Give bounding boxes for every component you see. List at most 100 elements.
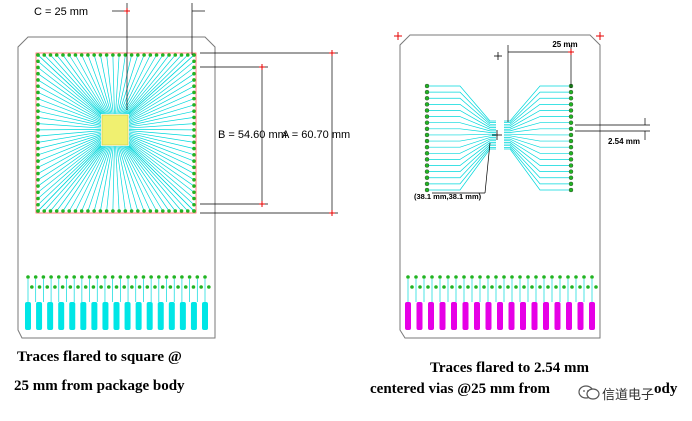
connector-via — [530, 285, 534, 289]
connector-pad — [416, 302, 423, 330]
trace — [123, 54, 164, 115]
connector-via — [118, 275, 123, 279]
trace — [128, 54, 195, 115]
left-vias — [36, 53, 196, 213]
trace — [116, 54, 126, 115]
via — [424, 138, 430, 144]
trace — [427, 143, 496, 172]
connector-via — [203, 275, 207, 279]
connector-via — [122, 285, 126, 289]
connector-via — [586, 285, 590, 289]
trace — [124, 54, 170, 115]
via — [192, 71, 196, 76]
right-vias — [424, 83, 574, 193]
via — [424, 187, 430, 193]
trace — [427, 145, 496, 179]
via — [179, 209, 184, 213]
trace — [504, 143, 571, 172]
trace — [62, 54, 106, 115]
connector-via — [180, 275, 184, 279]
connector-via — [466, 285, 470, 289]
connector-pad — [47, 302, 54, 330]
via — [424, 126, 430, 132]
trace — [37, 132, 102, 149]
trace — [126, 54, 182, 115]
via — [161, 53, 165, 57]
connector-via — [410, 285, 414, 289]
via — [192, 190, 196, 195]
via — [36, 128, 40, 132]
connector-via — [176, 285, 180, 289]
trace — [62, 145, 106, 212]
trace — [37, 79, 102, 120]
trace — [116, 145, 126, 212]
trace — [427, 97, 496, 125]
right-board — [399, 34, 601, 339]
trace — [50, 54, 104, 115]
via — [86, 53, 90, 57]
trace — [427, 142, 496, 166]
via — [568, 175, 574, 180]
trace — [427, 122, 496, 132]
connector-via — [160, 285, 165, 289]
connector-pad — [474, 302, 480, 330]
connector-pad — [168, 302, 175, 330]
connector-via — [554, 285, 558, 289]
trace — [37, 117, 102, 128]
via — [192, 53, 196, 57]
connector-via — [594, 285, 598, 289]
connector-via — [68, 285, 73, 289]
connector-via — [534, 275, 538, 279]
trace — [125, 54, 176, 115]
connector-pad — [520, 302, 526, 330]
connector-via — [103, 275, 107, 279]
watermark-text: 信道电子 — [602, 388, 655, 403]
trace — [81, 54, 110, 115]
connector-via — [486, 275, 490, 279]
trace — [37, 136, 102, 168]
left-caption-line1: Traces flared to square @ — [17, 349, 182, 365]
connector-pad — [202, 302, 208, 330]
via — [36, 146, 40, 151]
connector-via — [422, 275, 426, 279]
via — [568, 144, 574, 150]
via — [192, 78, 196, 82]
trace — [43, 145, 103, 212]
connector-pad — [405, 302, 411, 330]
via — [192, 134, 196, 138]
connector-via — [442, 285, 446, 289]
via — [192, 96, 196, 101]
trace — [427, 104, 496, 127]
connector-via — [56, 275, 61, 279]
connector-via — [130, 285, 134, 289]
via — [98, 209, 103, 213]
connector-via — [578, 285, 582, 289]
via — [424, 96, 430, 101]
right-dimensions — [432, 45, 650, 194]
connector-via — [498, 285, 502, 289]
via — [192, 202, 196, 207]
connector-pad — [91, 302, 98, 330]
trace — [427, 91, 496, 123]
trace — [128, 139, 195, 181]
trace — [128, 73, 195, 119]
trace — [427, 110, 496, 128]
connector-pad — [554, 302, 561, 330]
right-edge-connector — [405, 275, 598, 330]
via — [36, 178, 40, 182]
trace — [123, 145, 164, 212]
via — [73, 209, 78, 213]
via — [568, 126, 574, 132]
trace — [427, 137, 496, 148]
via — [67, 53, 71, 57]
trace — [43, 54, 103, 115]
via — [192, 90, 196, 95]
via — [424, 102, 430, 107]
trace — [121, 54, 157, 115]
right-caption-tail: ody — [654, 381, 678, 397]
left-board — [17, 36, 216, 339]
via — [154, 53, 159, 57]
connector-via — [522, 285, 526, 289]
via — [568, 163, 574, 168]
